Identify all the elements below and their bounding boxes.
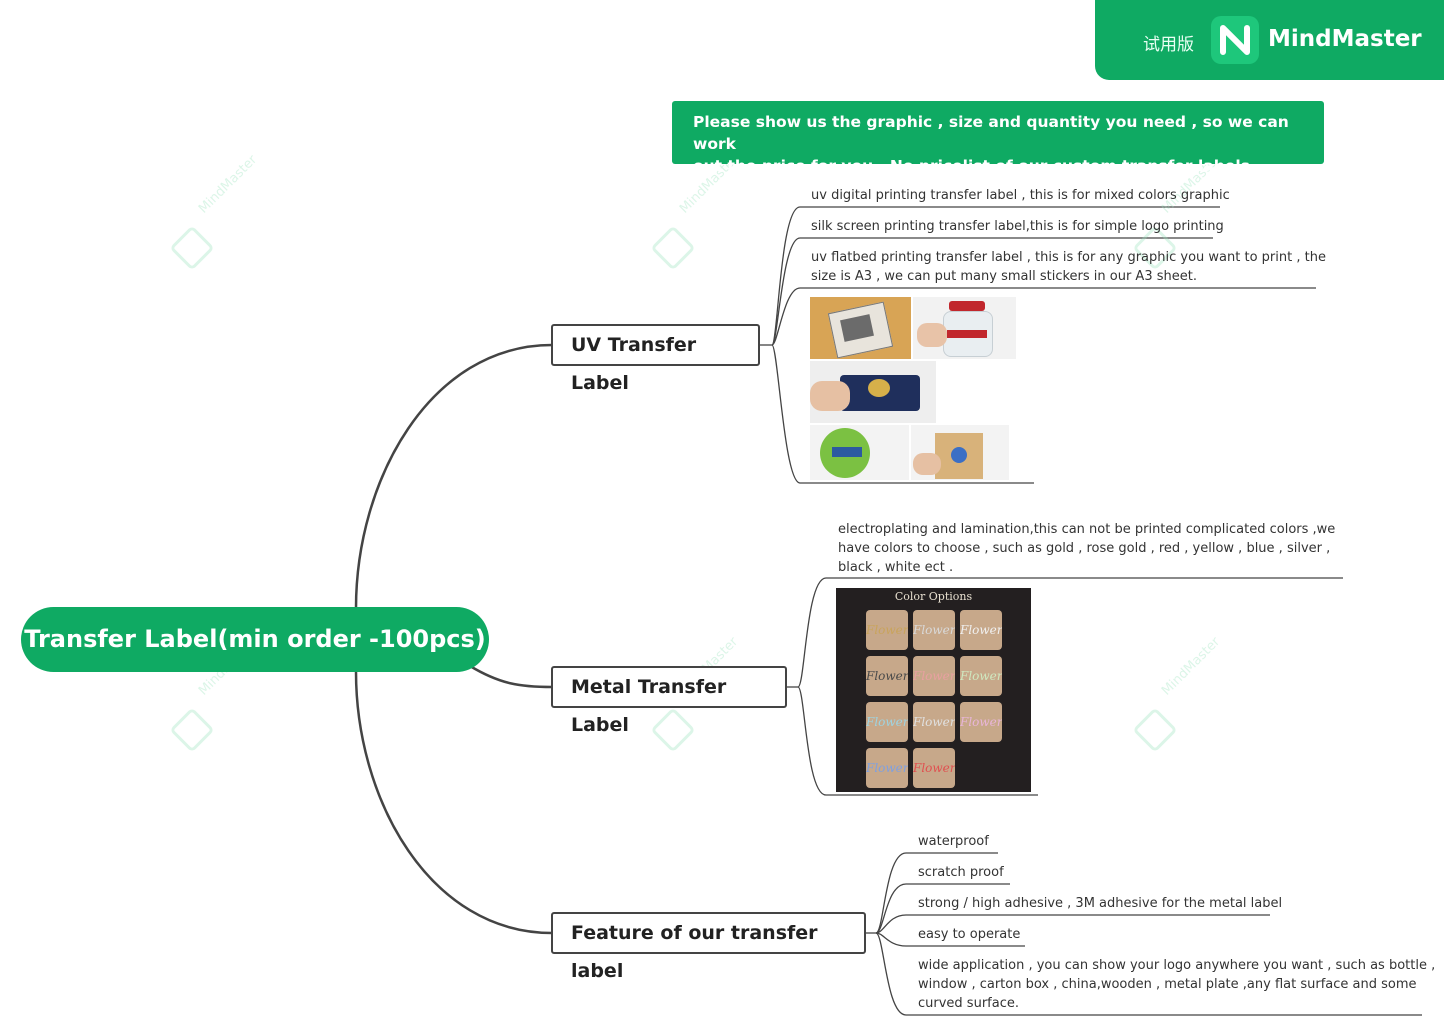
color-swatch: Flower	[913, 748, 955, 788]
uv-sample-photo-box	[810, 297, 911, 359]
color-swatch: Flower	[960, 702, 1002, 742]
uv-sample-photo-ball	[810, 425, 909, 480]
feature-item-waterproof[interactable]: waterproof	[918, 834, 989, 849]
topic-feature[interactable]: Feature of our transfer label	[551, 912, 866, 982]
trial-label: 试用版	[1143, 35, 1194, 55]
color-swatch: Flower	[866, 610, 908, 650]
feature-item-wide-application-line-3[interactable]: curved surface.	[918, 996, 1019, 1011]
color-swatch: Flower	[913, 656, 955, 696]
watermark: MindMaster	[650, 152, 777, 271]
color-swatch: Flower	[960, 610, 1002, 650]
uv-item-flatbed-line-1[interactable]: uv flatbed printing transfer label , thi…	[811, 250, 1326, 265]
uv-item-silk-screen[interactable]: silk screen printing transfer label,this…	[811, 219, 1224, 234]
uv-item-flatbed-line-2[interactable]: size is A3 , we can put many small stick…	[811, 269, 1197, 284]
mindmaster-badge[interactable]: 试用版 MindMaster	[1095, 0, 1444, 80]
uv-sample-photo-pen-holder	[911, 425, 1009, 480]
color-swatch: Flower	[913, 610, 955, 650]
topic-metal-transfer-label[interactable]: Metal Transfer Label	[551, 666, 787, 736]
color-swatch: Flower	[866, 656, 908, 696]
uv-sample-photo-jar	[913, 297, 1016, 359]
price-note[interactable]: Please show us the graphic , size and qu…	[672, 101, 1324, 175]
feature-item-wide-application-line-2[interactable]: window , carton box , china,wooden , met…	[918, 977, 1417, 992]
color-swatch: Flower	[866, 748, 908, 788]
topic-uv-transfer-label[interactable]: UV Transfer Label	[551, 324, 760, 394]
feature-item-adhesive[interactable]: strong / high adhesive , 3M adhesive for…	[918, 896, 1283, 911]
uv-sample-photo-lighter	[810, 361, 936, 423]
feature-item-easy-operate[interactable]: easy to operate	[918, 927, 1021, 942]
color-options-title: Color Options	[894, 590, 973, 603]
brand-name: MindMaster	[1268, 26, 1422, 52]
color-swatch: Flower	[866, 702, 908, 742]
watermark: MindMaster	[169, 152, 296, 271]
mindmaster-logo-icon	[1211, 16, 1259, 64]
note-line-2: out the price for you . No pricelist of …	[693, 157, 1250, 175]
uv-item-digital[interactable]: uv digital printing transfer label , thi…	[811, 188, 1230, 203]
note-line-1: Please show us the graphic , size and qu…	[693, 113, 1289, 153]
feature-item-scratch-proof[interactable]: scratch proof	[918, 865, 1004, 880]
watermark: MindMaster	[1132, 634, 1259, 753]
color-swatch: Flower	[913, 702, 955, 742]
color-swatch: Flower	[960, 656, 1002, 696]
metal-desc-line-2[interactable]: have colors to choose , such as gold , r…	[838, 541, 1331, 556]
root-topic[interactable]: Transfer Label(min order -100pcs)	[21, 607, 489, 672]
feature-item-wide-application-line-1[interactable]: wide application , you can show your log…	[918, 958, 1436, 973]
watermark: MindMaster	[169, 634, 296, 753]
metal-desc-line-1[interactable]: electroplating and lamination,this can n…	[838, 522, 1336, 537]
metal-desc-line-3[interactable]: black , white ect .	[838, 560, 954, 575]
